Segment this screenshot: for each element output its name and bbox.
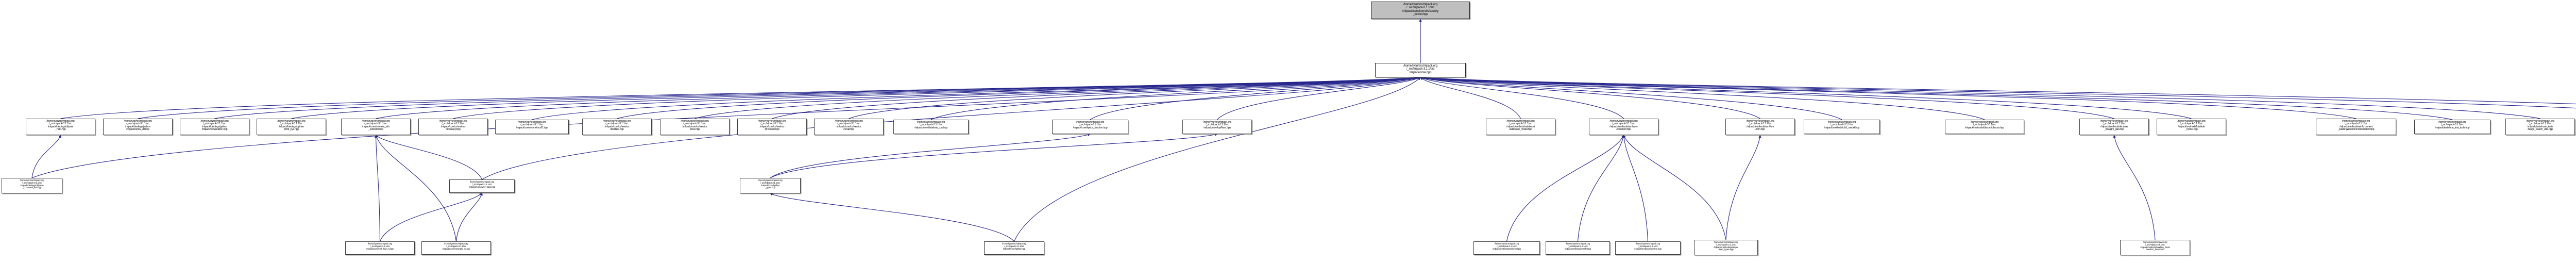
graph-node[interactable]: /home/ryan/src/mlpack.org /_src/mlpack-3… [740, 178, 801, 193]
graph-edge [617, 76, 1421, 119]
graph-edge [1013, 77, 1421, 242]
graph-node[interactable]: /home/ryan/src/mlpack.org /_src/mlpack-3… [582, 119, 652, 135]
graph-node[interactable]: /home/ryan/src/mlpack.org /_src/mlpack-3… [449, 179, 515, 193]
graph-edge [1420, 76, 2540, 119]
graph-edge [1217, 77, 1421, 120]
graph-node[interactable]: /home/ryan/src/mlpack.org /_src/mlpack-3… [1486, 119, 1555, 135]
graph-edge [1420, 77, 1624, 119]
graph-edge [1420, 76, 1760, 119]
graph-edge [60, 76, 1421, 119]
graph-edge [375, 135, 457, 242]
graph-node[interactable]: /home/ryan/src/mlpack.org /_src/mlpack-3… [1694, 240, 1758, 255]
graph-edge [455, 192, 483, 242]
graph-edge [1622, 135, 1649, 242]
graph-edge [138, 76, 1421, 119]
graph-edge [930, 76, 1421, 120]
graph-node[interactable]: /home/ryan/src/mlpack.org /_src/mlpack-3… [257, 119, 326, 135]
graph-edge [1420, 76, 1985, 120]
graph-node[interactable]: /home/ryan/src/mlpack.org /_src/mlpack-3… [984, 241, 1044, 255]
graph-node[interactable]: /home/ryan/src/mlpack.org /_src/mlpack-3… [345, 241, 415, 255]
graph-node[interactable]: /home/ryan/src/mlpack.org /_src/mlpack-3… [103, 119, 173, 135]
graph-node[interactable]: /home/ryan/src/mlpack.org /_src/mlpack-3… [1945, 120, 2024, 134]
graph-node[interactable]: /home/ryan/src/mlpack.org /_src/mlpack-3… [1589, 119, 1658, 135]
graph-edge [374, 135, 381, 242]
graph-edge [1725, 135, 1761, 240]
graph-edge [376, 135, 483, 180]
graph-node[interactable]: /home/ryan/src/mlpack.org /_src/mlpack-3… [2079, 119, 2149, 135]
graph-edge [31, 135, 61, 178]
graph-node[interactable]: /home/ryan/src/mlpack.org /_src/mlpack-3… [1804, 120, 1880, 134]
graph-edge [2113, 135, 2156, 240]
graph-node[interactable]: /home/ryan/src/mlpack.org /_src/mlpack-3… [2505, 119, 2575, 135]
graph-edge [532, 76, 1421, 120]
graph-edge [1420, 76, 2576, 105]
graph-edge [1420, 77, 1521, 119]
graph-edge [1420, 76, 2576, 109]
graph-node[interactable]: /home/ryan/src/mlpack.org /_src/mlpack-3… [1615, 241, 1681, 255]
graph-edge [1420, 76, 1842, 120]
graph-edge [694, 76, 1421, 119]
graph-node[interactable]: /home/ryan/src/mlpack.org /_src/mlpack-3… [26, 119, 95, 135]
graph-node[interactable]: /home/ryan/src/mlpack.org /_src/mlpack-3… [421, 241, 491, 255]
graph-edge [1420, 76, 2114, 119]
graph-edge [1506, 135, 1624, 242]
graph-edge [1090, 76, 1421, 120]
graph-edge [1623, 135, 1726, 240]
graph-edge [214, 76, 1421, 119]
graph-edge [770, 133, 1218, 178]
graph-node-root[interactable]: /home/ryan/src/mlpack.org /_src/mlpack-3… [1371, 2, 1470, 19]
graph-edge [772, 76, 1421, 119]
graph-edge [291, 76, 1421, 119]
graph-node[interactable]: /home/ryan/src/mlpack.org /_src/mlpack-3… [418, 119, 488, 135]
graph-node[interactable]: /home/ryan/src/mlpack.org /_src/mlpack-3… [660, 119, 730, 135]
graph-node[interactable]: /home/ryan/src/mlpack.org /_src/mlpack-3… [180, 119, 249, 135]
graph-node[interactable]: /home/ryan/src/mlpack.org /_src/mlpack-3… [2, 178, 62, 193]
graph-edge [1420, 76, 2357, 119]
graph-node[interactable]: /home/ryan/src/mlpack.org /_src/mlpack-3… [737, 119, 807, 135]
graph-node[interactable]: /home/ryan/src/mlpack.org /_src/mlpack-3… [1546, 241, 1610, 255]
graph-edge [1577, 135, 1625, 242]
graph-node[interactable]: /home/ryan/src/mlpack.org /_src/mlpack-3… [2157, 119, 2226, 135]
graph-node[interactable]: /home/ryan/src/mlpack.org /_src/mlpack-3… [495, 120, 569, 134]
graph-node[interactable]: /home/ryan/src/mlpack.org /_src/mlpack-3… [1725, 119, 1795, 135]
graph-node[interactable]: /home/ryan/src/mlpack.org /_src/mlpack-3… [1473, 241, 1540, 255]
graph-edge [453, 76, 1421, 119]
graph-edge [770, 133, 1091, 178]
graph-node[interactable]: /home/ryan/src/mlpack.org /_src/mlpack-3… [1052, 120, 1128, 134]
graph-node[interactable]: /home/ryan/src/mlpack.org /_src/mlpack-3… [2414, 120, 2490, 134]
graph-node[interactable]: /home/ryan/src/mlpack.org /_src/mlpack-3… [341, 119, 411, 135]
graph-node[interactable]: /home/ryan/src/mlpack.org /_src/mlpack-3… [1375, 63, 1466, 77]
graph-node[interactable]: /home/ryan/src/mlpack.org /_src/mlpack-3… [2120, 240, 2190, 255]
graph-edge [849, 76, 1421, 119]
graph-edge [1420, 76, 2453, 120]
graph-node[interactable]: /home/ryan/src/mlpack.org /_src/mlpack-3… [814, 119, 884, 135]
graph-edge [1420, 76, 2192, 119]
graph-edge [770, 193, 1014, 242]
graph-node[interactable]: /home/ryan/src/mlpack.org /_src/mlpack-3… [1182, 120, 1252, 134]
graph-node[interactable]: /home/ryan/src/mlpack.org /_src/mlpack-3… [893, 120, 969, 134]
graph-edge [379, 192, 482, 242]
graph-node[interactable]: /home/ryan/src/mlpack.org /_src/mlpack-3… [2316, 119, 2396, 135]
graph-edge [376, 76, 1421, 119]
